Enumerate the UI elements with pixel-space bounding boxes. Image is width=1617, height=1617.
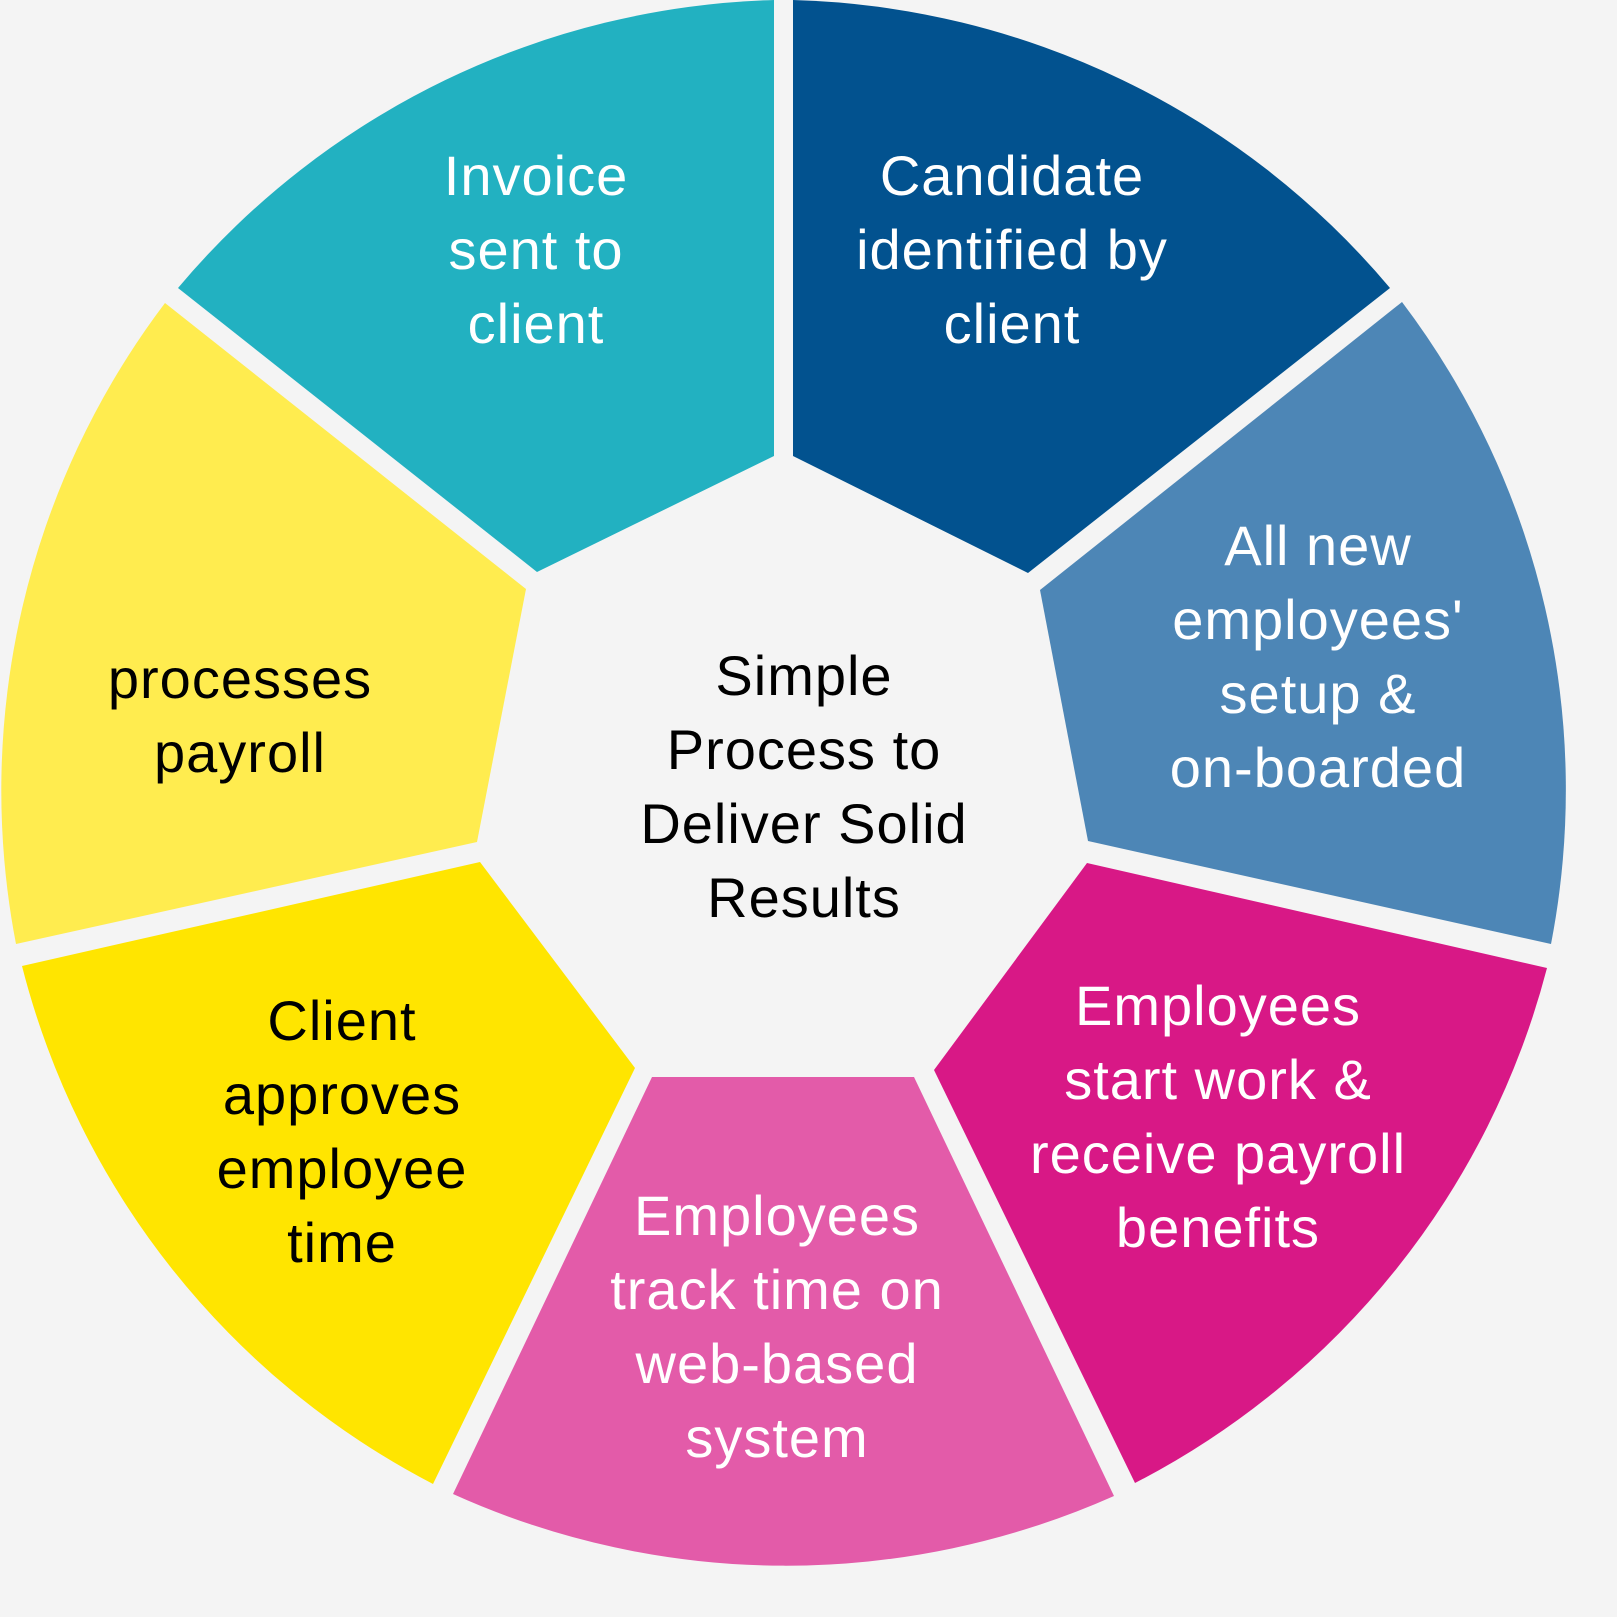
segment-label-line: Employees — [1075, 974, 1361, 1037]
segments-layer — [1, 0, 1566, 1566]
segment-label-line: Invoice — [444, 144, 628, 207]
segment-client-approves-time — [22, 862, 635, 1484]
segment-label-candidate-identified: Candidate identified by client — [856, 144, 1168, 355]
segment-label-processes-payroll: processes payroll — [108, 647, 372, 784]
segment-label-line: Candidate — [880, 144, 1144, 207]
segment-label-line: sent to — [448, 218, 623, 281]
segment-label-employees-setup: All new employees' setup & on-boarded — [1170, 514, 1466, 799]
segment-label-line: client — [468, 292, 605, 355]
segment-label-line: identified by — [856, 218, 1168, 281]
segment-label-line: Employees — [634, 1184, 920, 1247]
segment-label-line: processes — [108, 647, 372, 710]
segment-label-line: receive payroll — [1030, 1122, 1406, 1185]
segment-employees-setup — [1040, 302, 1566, 944]
segment-label-line: start work & — [1064, 1048, 1372, 1111]
segment-candidate-identified — [793, 0, 1390, 573]
segment-processes-payroll — [1, 303, 526, 944]
center-title-line: Results — [707, 866, 901, 929]
segment-label-line: employees' — [1172, 588, 1464, 651]
segment-label-line: time — [287, 1211, 397, 1274]
center-title-line: Process to — [667, 718, 942, 781]
segment-label-line: All new — [1224, 514, 1412, 577]
segment-invoice-sent — [178, 0, 774, 572]
segment-label-line: client — [944, 292, 1081, 355]
segment-label-line: on-boarded — [1170, 736, 1466, 799]
center-title-line: Simple — [715, 644, 892, 707]
segment-label-employees-track-time: Employees track time on web-based system — [610, 1184, 944, 1469]
segment-label-invoice-sent: Invoice sent to client — [444, 144, 628, 355]
segment-employees-start-work — [934, 863, 1547, 1483]
segment-label-line: setup & — [1220, 662, 1417, 725]
segment-label-line: system — [685, 1406, 868, 1469]
segment-label-line: track time on — [610, 1258, 944, 1321]
segment-label-line: Client — [267, 989, 416, 1052]
center-title-line: Deliver Solid — [640, 792, 967, 855]
segment-label-employees-start-work: Employees start work & receive payroll bene… — [1030, 974, 1406, 1259]
segment-label-line: employee — [217, 1137, 468, 1200]
segment-label-line: payroll — [154, 721, 326, 784]
segment-employees-track-time — [453, 1077, 1114, 1566]
segment-label-line: web-based — [635, 1332, 919, 1395]
segment-label-client-approves-time: Client approves employee time — [217, 989, 468, 1274]
segment-label-line: approves — [223, 1063, 461, 1126]
segment-label-line: benefits — [1116, 1196, 1320, 1259]
